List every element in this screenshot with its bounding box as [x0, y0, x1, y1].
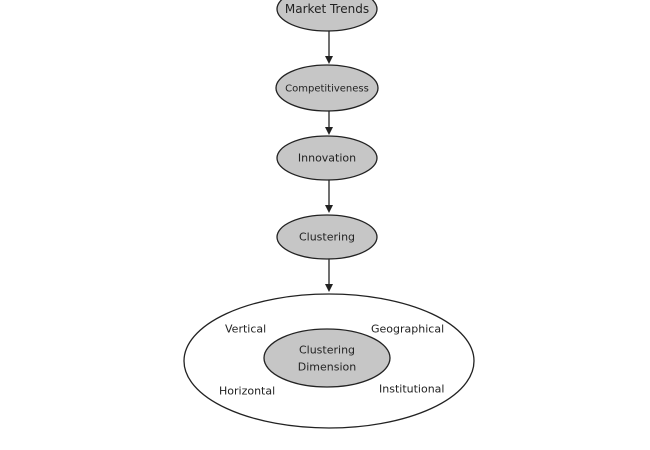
arrow-innovation-to-clustering [325, 180, 333, 213]
dimension-label-institutional: Institutional [379, 383, 444, 396]
dimension-group: Clustering Dimension Vertical Geographic… [183, 293, 475, 429]
node-market-trends: Market Trends [276, 0, 378, 32]
node-competitiveness-label: Competitiveness [285, 84, 369, 95]
dimension-center-line1: Clustering [299, 344, 355, 357]
dimension-label-vertical: Vertical [225, 323, 266, 336]
node-innovation-label: Innovation [298, 152, 356, 165]
node-clustering-shape [276, 214, 378, 260]
arrow-market-to-competitiveness [325, 31, 333, 64]
arrow-clustering-to-dimension [325, 259, 333, 292]
node-market-trends-label: Market Trends [285, 2, 369, 16]
dimension-center-ellipse [263, 328, 391, 388]
node-competitiveness-shape [275, 64, 379, 112]
node-clustering-label: Clustering [299, 231, 355, 244]
arrow-competitiveness-to-innovation [325, 111, 333, 135]
node-clustering: Clustering [276, 214, 378, 260]
node-innovation-shape [276, 135, 378, 181]
node-competitiveness: Competitiveness [275, 64, 379, 112]
dimension-center-line2: Dimension [298, 361, 356, 374]
dimension-label-geographical: Geographical [371, 323, 444, 336]
dimension-label-horizontal: Horizontal [219, 385, 275, 398]
node-innovation: Innovation [276, 135, 378, 181]
node-market-trends-shape [276, 0, 378, 32]
